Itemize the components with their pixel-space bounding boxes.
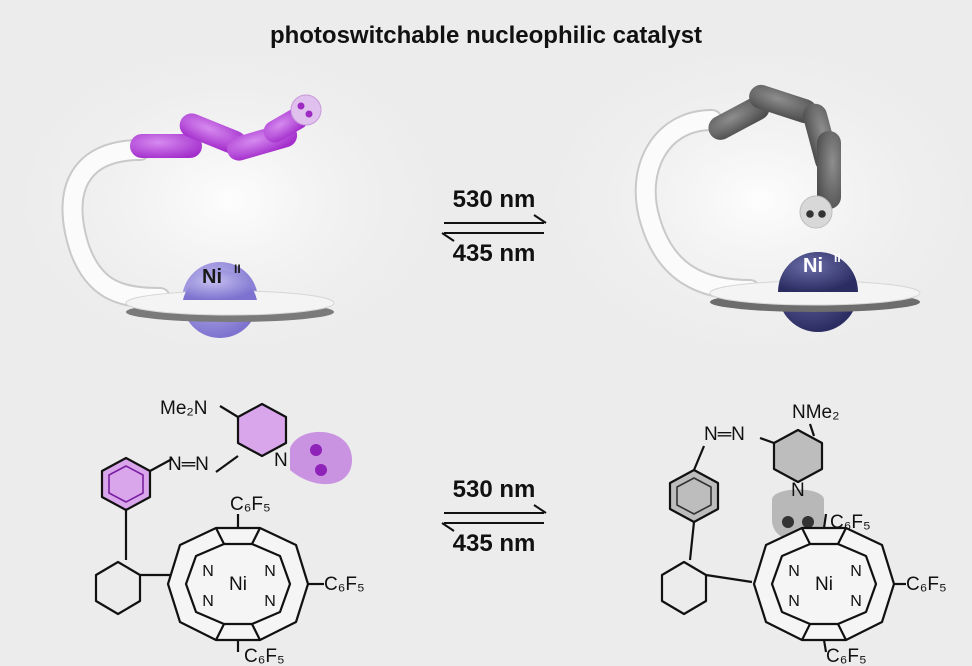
- azo-label-left: N═N: [168, 454, 209, 475]
- arrow-reverse-top-head: [441, 232, 455, 242]
- bond-amine-left: [219, 405, 239, 418]
- lone-pair-dot-lobe-right-1: [782, 516, 794, 528]
- porph-bond-right-1: [801, 527, 811, 545]
- structure-left: [94, 402, 352, 652]
- cartoon-right: Ni II: [634, 84, 921, 332]
- subst-top-right: C₆F₅: [830, 512, 871, 533]
- subst-top-left: C₆F₅: [230, 494, 271, 515]
- bond-subst-top-right: [822, 513, 828, 529]
- arm-right-segment-1: [708, 96, 770, 140]
- lone-pair-dot-lobe-left-2: [315, 464, 327, 476]
- lower-phenyl-left: [94, 560, 142, 616]
- nickel-label-right: Ni: [803, 255, 823, 277]
- tether-left: [63, 141, 169, 307]
- pyrrole-n-right-1: N: [788, 563, 800, 580]
- wavelength-forward-bottom: 530 nm: [452, 476, 536, 503]
- pyrrole-n-right-2: N: [850, 563, 862, 580]
- amine-label-left: Me₂N: [160, 398, 208, 419]
- bond-azo-pyridine-left: [215, 455, 239, 473]
- wavelength-reverse-bottom: 435 nm: [452, 530, 536, 557]
- porph-bond-right-2: [837, 527, 847, 545]
- subst-right-right: C₆F₅: [906, 574, 947, 595]
- arrow-forward-top-head: [533, 214, 547, 224]
- porph-bond-left-4: [251, 623, 261, 641]
- amine-label-right: NMe₂: [792, 402, 840, 423]
- phenyl-ring-left-inner: [108, 465, 144, 503]
- pyrrole-n-left-1: N: [202, 563, 214, 580]
- metal-label-right: Ni: [815, 574, 833, 595]
- cartoon-left: Ni II: [61, 94, 335, 338]
- wavelength-forward-top: 530 nm: [452, 186, 536, 213]
- arrow-reverse-bottom-head: [441, 522, 455, 532]
- pyridine-ring-left: [236, 402, 288, 458]
- lone-pair-bubble-left: [290, 94, 322, 126]
- porphyrin-ring-right: [752, 526, 896, 642]
- subst-right-left: C₆F₅: [324, 574, 365, 595]
- bond-amine-right: [808, 423, 816, 437]
- lone-pair-dot-right-1: [806, 210, 814, 218]
- porph-bond-left-3: [215, 623, 225, 641]
- bond-azo-pyridine-right: [759, 436, 775, 445]
- lone-pair-dot-lobe-left-1: [310, 444, 322, 456]
- porph-bond-right-3: [801, 623, 811, 641]
- pyrrole-n-left-3: N: [202, 593, 214, 610]
- equilibrium-arrows-top: [441, 214, 547, 242]
- labels-left: Me₂N N═N N Ni N N N N C₆F₅ C₆F₅ C₆F₅: [160, 398, 365, 666]
- lone-pair-dot-left-2: [305, 110, 313, 118]
- azo-label-right: N═N: [704, 424, 745, 445]
- lone-pair-dot-right-2: [818, 210, 826, 218]
- pyrrole-n-right-4: N: [850, 593, 862, 610]
- pyridine-ring-right: [772, 428, 824, 484]
- lower-phenyl-right: [660, 560, 708, 616]
- bond-phenyl-biphenyl-right: [688, 521, 696, 561]
- pyrrole-n-left-4: N: [264, 593, 276, 610]
- nickel-ox-left: II: [234, 262, 241, 276]
- tether-right: [636, 111, 759, 299]
- subst-bottom-left: C₆F₅: [244, 646, 285, 666]
- porph-bond-left-1: [215, 527, 225, 545]
- porphyrin-inner-right: [770, 542, 878, 626]
- porph-bond-left-2: [251, 527, 261, 545]
- subst-bottom-right: C₆F₅: [826, 646, 867, 666]
- nickel-label-left: Ni: [202, 266, 222, 288]
- bond-phenyl-azo-right: [692, 445, 706, 471]
- phenyl-ring-right-inner: [676, 477, 712, 515]
- page-title: photoswitchable nucleophilic catalyst: [269, 22, 703, 49]
- arm-left-segment-1: [130, 134, 202, 158]
- porphyrin-ring-left: [166, 526, 310, 642]
- porph-bond-right-4: [837, 623, 847, 641]
- porphyrin-inner-left: [184, 542, 292, 626]
- background-glow-right: [510, 20, 972, 380]
- arm-right-segment-2: [749, 84, 817, 124]
- labels-right: NMe₂ N═N N Ni N N N N C₆F₅ C₆F₅ C₆F₅: [704, 402, 947, 666]
- nickel-ox-right: II: [834, 251, 841, 265]
- bond-subst-bottom-right: [822, 639, 828, 653]
- lone-pair-bubble-right: [799, 195, 833, 229]
- metal-label-left: Ni: [229, 574, 247, 595]
- arm-right-segment-4: [817, 131, 841, 209]
- bond-phenyl-azo-left: [149, 458, 173, 472]
- lone-pair-lobe-left: [290, 431, 352, 485]
- bond-biphenyl-porphyrin-right: [705, 573, 753, 584]
- wavelength-reverse-top: 435 nm: [452, 240, 536, 267]
- pyrrole-n-right-3: N: [788, 593, 800, 610]
- pyridine-n-left: N: [274, 450, 288, 471]
- pyridine-n-right: N: [791, 480, 805, 501]
- nickel-sphere-right-upper: [778, 252, 858, 292]
- lone-pair-dot-lobe-right-2: [802, 516, 814, 528]
- nickel-sphere-left-upper: [183, 270, 257, 300]
- lone-pair-dot-left-1: [297, 102, 305, 110]
- arrow-forward-bottom-head: [533, 504, 547, 514]
- pyrrole-n-left-2: N: [264, 563, 276, 580]
- structure-right: [660, 423, 906, 653]
- equilibrium-arrows-bottom: [441, 504, 547, 532]
